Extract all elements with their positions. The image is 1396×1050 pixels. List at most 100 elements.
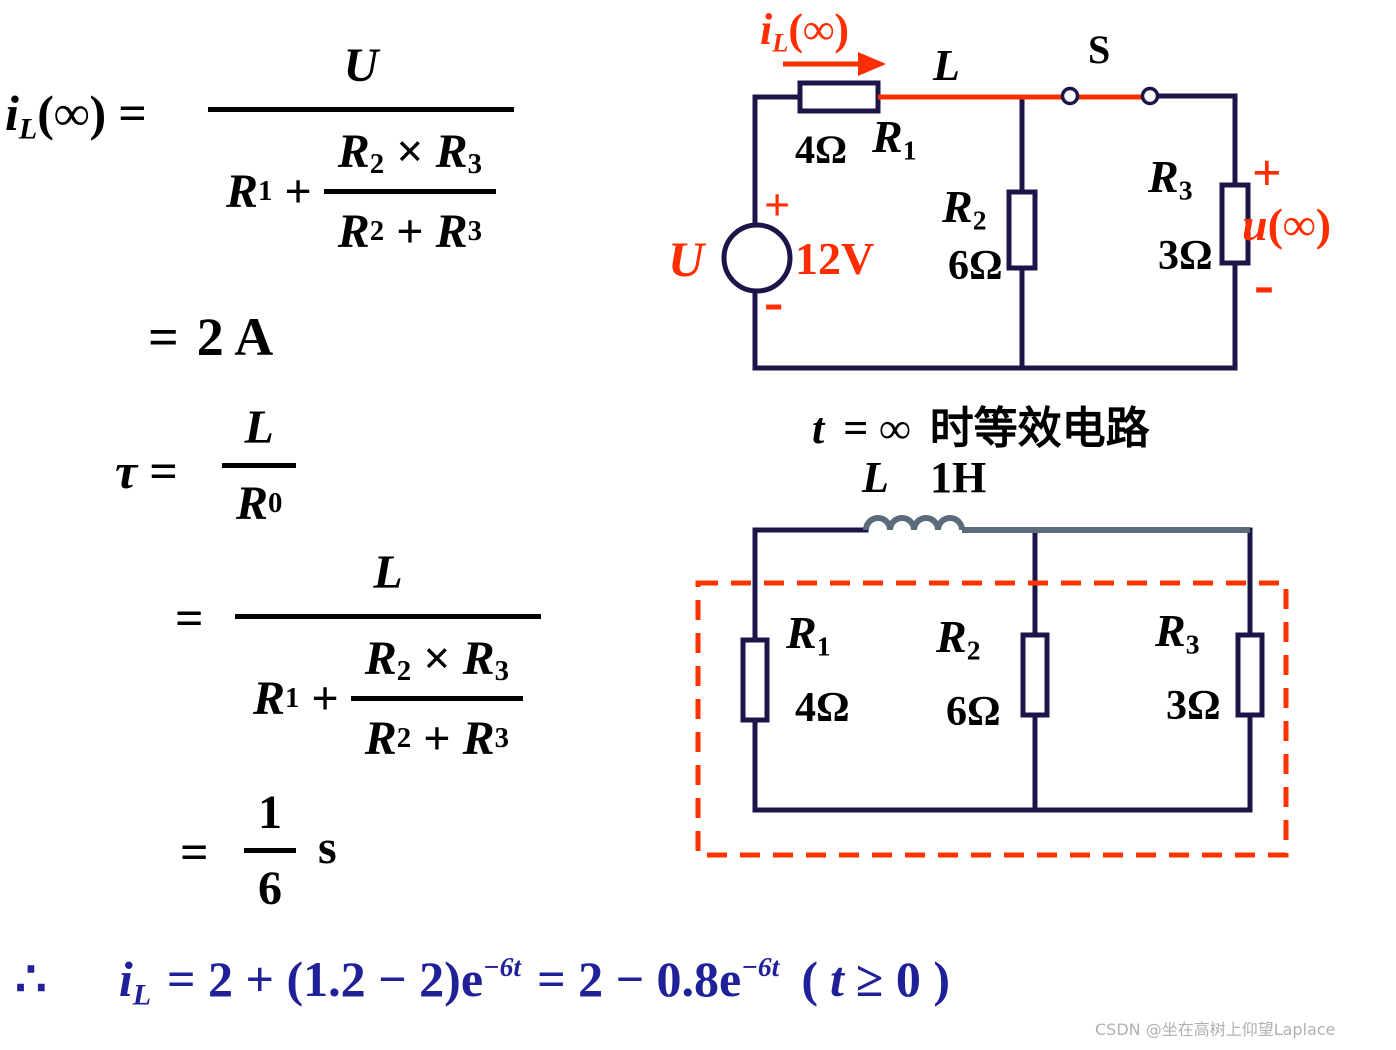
plus-sign: + (396, 205, 424, 258)
iL-subscript: L (18, 112, 38, 146)
formula1-lhs: iL(∞)= (5, 84, 159, 144)
times-sign: × (396, 125, 424, 178)
formula2-result: =2 A (148, 306, 273, 368)
therefore-symbol: ∴ (15, 951, 47, 1007)
i-symbol: i (760, 5, 773, 54)
tau-symbol: τ (115, 443, 138, 499)
denominator-6: 6 (244, 848, 296, 916)
R-symbol: R (942, 181, 973, 232)
switch-terminals (1060, 86, 1160, 106)
exponent-1: −6t (483, 951, 522, 983)
expression-part2: = 2 − 0.8e (537, 951, 742, 1007)
plus-sign: + (423, 712, 451, 765)
R2-symbol: R (337, 125, 370, 178)
R2-subscript: 2 (396, 655, 412, 688)
equals-sign: = (175, 590, 204, 646)
equals-sign: = (180, 824, 209, 880)
iL-symbol: i (5, 85, 19, 141)
inductor-coil (863, 515, 965, 531)
condition-rest: ≥ 0 ) (855, 951, 950, 1007)
label-L-top-circuit: L (933, 41, 960, 90)
numerator-1: 1 (244, 785, 296, 848)
label-R1-value-top: 4Ω (795, 127, 848, 172)
R3-subscript: 3 (494, 655, 509, 688)
t-symbol: t (812, 404, 825, 453)
source-minus-sign: - (764, 269, 784, 334)
switch-terminal-left (1060, 86, 1080, 106)
iL-symbol: i (118, 951, 133, 1007)
resistor-R1-box (797, 80, 881, 114)
R2-subscript: 2 (369, 215, 385, 248)
red-wire-group (783, 61, 1142, 100)
R-symbol: R (936, 611, 967, 662)
resistor-R2-box (1006, 189, 1038, 271)
R1-subscript: 1 (285, 682, 300, 715)
condition-open-paren: ( (801, 951, 818, 1007)
R2-symbol: R (364, 632, 397, 685)
label-R1-value-bottom: 4Ω (795, 685, 850, 731)
plus-sign: + (311, 672, 339, 725)
L-symbol: L (373, 546, 403, 599)
subscript-2: 2 (972, 204, 987, 236)
switch-terminal-right (1140, 86, 1160, 106)
seconds-unit: s (318, 821, 337, 874)
R2-symbol: R (364, 712, 397, 765)
voltage-source-circle (721, 222, 793, 294)
R3-symbol: R (435, 125, 468, 178)
label-R2-value-top: 6Ω (948, 243, 1003, 289)
resistor-R1-box-bottom (740, 637, 770, 723)
label-R3-bottom: R3 (1155, 604, 1199, 658)
watermark: CSDN @坐在高树上仰望Laplace (1095, 1020, 1336, 1039)
R-symbol: R (786, 607, 817, 658)
subscript-2: 2 (966, 634, 981, 666)
equivalent-resistance-dashed-box (695, 580, 1289, 858)
label-1H-value: 1H (930, 453, 987, 502)
digit-1: 1 (258, 786, 282, 839)
subscript-1: 1 (902, 134, 917, 166)
label-R2-top: R2 (942, 180, 986, 234)
formula5-fraction: 1 6 (244, 785, 296, 916)
R3-subscript: 3 (467, 148, 482, 181)
R3-symbol: R (462, 712, 495, 765)
R0-subscript: 0 (268, 487, 283, 520)
R2-subscript: 2 (396, 722, 412, 755)
t-symbol: t (829, 951, 844, 1007)
output-minus-sign: - (1254, 251, 1274, 317)
u-symbol: u (1242, 199, 1268, 250)
iL-subscript: L (132, 978, 152, 1012)
output-plus-sign: + (1252, 145, 1282, 202)
label-12V: 12V (795, 233, 875, 284)
label-R2-value-bottom: 6Ω (946, 689, 1001, 735)
label-u-infinity: u(∞) (1242, 198, 1331, 251)
U-symbol: U (343, 39, 379, 92)
R3-symbol: R (435, 205, 468, 258)
R3-subscript: 3 (467, 215, 482, 248)
label-iL-infinity: iL(∞) (760, 4, 849, 56)
R-symbol: R (1148, 151, 1179, 202)
equals-sign: = (118, 85, 147, 141)
R-symbol: R (1155, 605, 1186, 656)
L-symbol: L (244, 401, 274, 454)
R1-subscript: 1 (258, 175, 273, 208)
equals-infinity: = ∞ (843, 404, 911, 453)
R3-subscript: 3 (494, 722, 509, 755)
label-R3-value-top: 3Ω (1158, 233, 1213, 279)
label-R1-top: R1 (872, 110, 916, 164)
numerator-L: L (355, 545, 420, 614)
digit-6: 6 (258, 862, 282, 915)
one-sixth-fraction: 1 6 (244, 785, 296, 916)
bottom-circuit-wires (740, 527, 1265, 813)
L-subscript: L (772, 27, 789, 58)
